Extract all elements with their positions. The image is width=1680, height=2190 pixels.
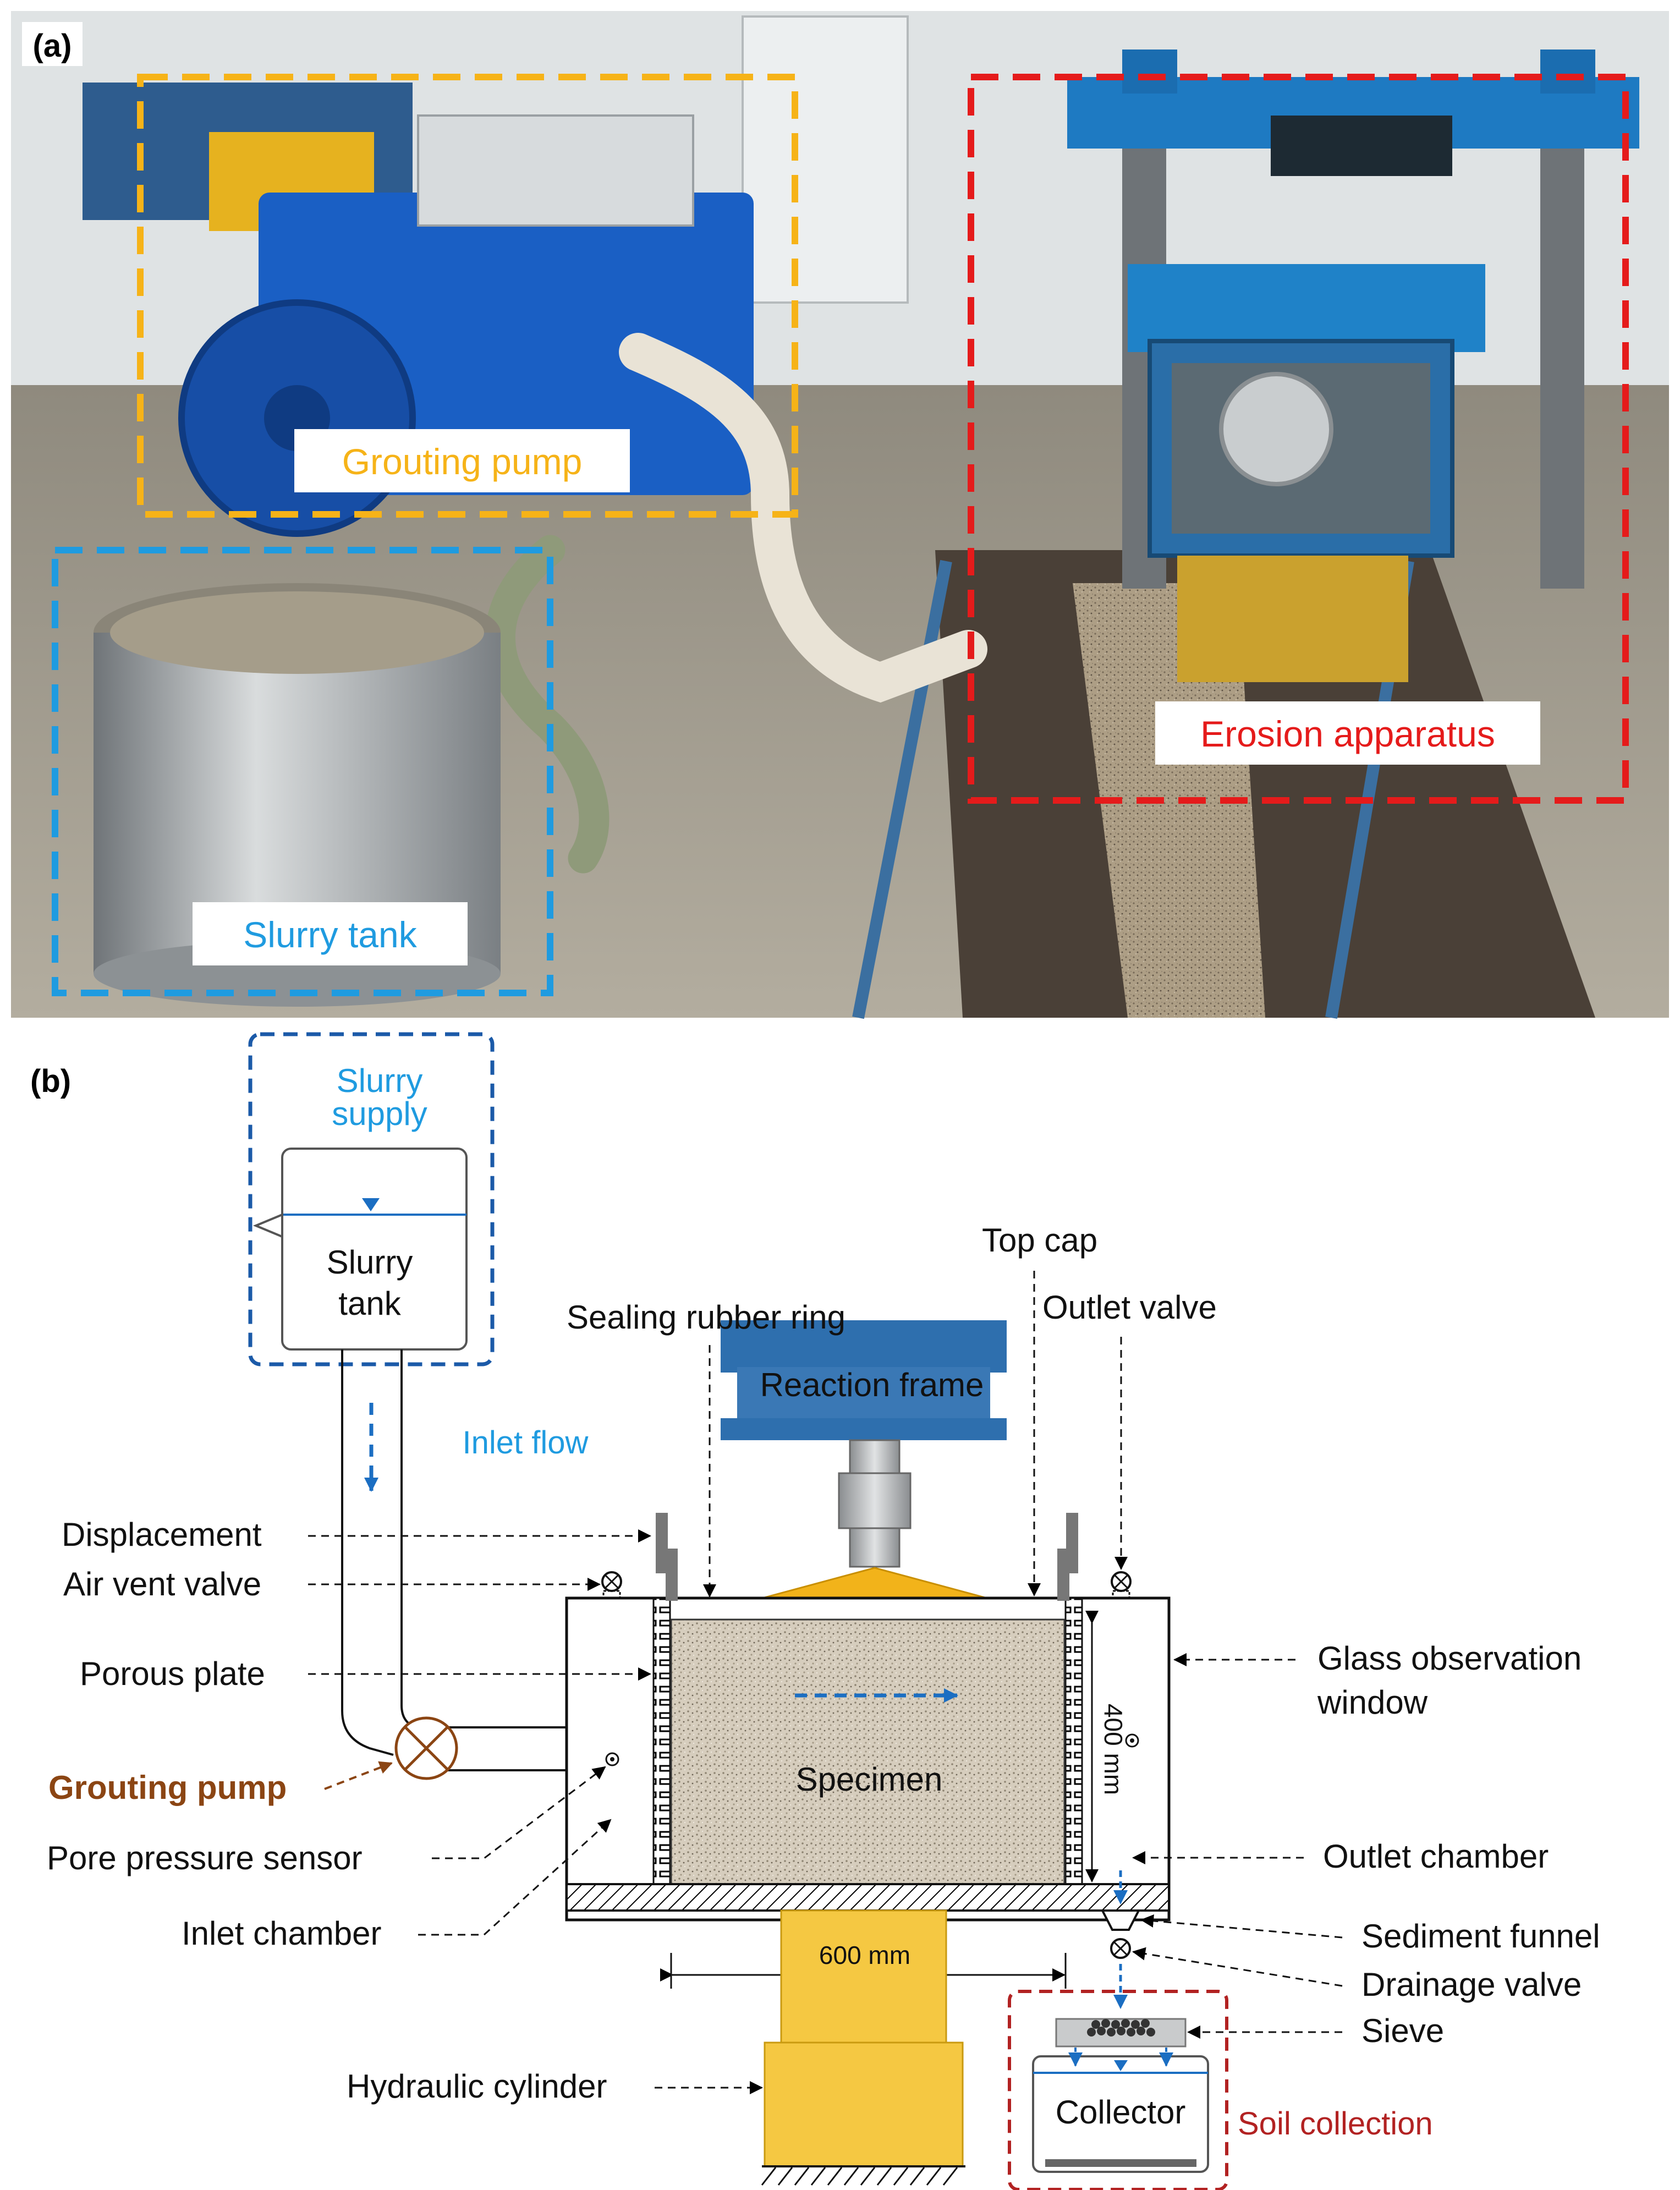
erosion-apparatus-box (968, 74, 1629, 804)
slurry-supply-box (248, 1032, 495, 1366)
hydraulic-cylinder-rod (780, 1909, 947, 2044)
loading-piston (849, 1439, 901, 1474)
outlet-chamber-label: Outlet chamber (1323, 1838, 1549, 1875)
soil-collection-box (1008, 1990, 1228, 2190)
erosion-apparatus-label-bg (1155, 701, 1540, 765)
inlet-chamber-label: Inlet chamber (182, 1915, 382, 1952)
reaction-frame (737, 1367, 990, 1425)
specimen-label: Specimen (796, 1761, 943, 1798)
outlet-porous-plate (1064, 1597, 1083, 1885)
ground-hatch (761, 2167, 958, 2186)
grouting-pump-label-bg (294, 429, 630, 492)
height-dimension-label: 400 mm (1099, 1704, 1128, 1795)
outlet-hose (619, 333, 987, 703)
sieve (1055, 2018, 1187, 2048)
inlet-flow-label: Inlet flow (463, 1425, 589, 1461)
grouting-pump-box (137, 74, 798, 518)
collector-label: Collector (1056, 2094, 1186, 2131)
pore-pressure-pointer (432, 1766, 606, 1859)
panel-a-label-bg (22, 22, 83, 66)
width-dimension-label: 600 mm (819, 1941, 910, 1969)
schematic-panel: (b) Slurry supply Slurry tank Inlet flow… (30, 1032, 1600, 2190)
glass-window-label-1: Glass observation (1317, 1640, 1582, 1677)
grouting-pump-label: Grouting pump (48, 1769, 287, 1806)
supply-pipe (341, 1349, 394, 1756)
soil-collection-label: Soil collection (1238, 2106, 1433, 2142)
sieve-particles (1087, 2019, 1155, 2037)
slurry-tank-label: Slurry tank (243, 914, 417, 955)
grouting-pump-pointer (324, 1761, 393, 1790)
glass-window-label-2: window (1317, 1684, 1428, 1721)
panel-b-label: (b) (30, 1063, 71, 1099)
hydraulic-cylinder (764, 2041, 964, 2167)
reaction-frame-top (721, 1320, 1007, 1373)
suction-hose (485, 535, 610, 874)
slurry-tank-schematic (281, 1148, 468, 1351)
sediment-funnel (1100, 1909, 1141, 1931)
erosion-apparatus-label: Erosion apparatus (1200, 713, 1495, 754)
right-column (1540, 149, 1584, 589)
return-pipe (400, 1349, 567, 1728)
slurry-tank-label-2: tank (338, 1285, 401, 1322)
displacement-gauge-left (656, 1513, 668, 1573)
sediment-funnel-label: Sediment funnel (1361, 1918, 1600, 1955)
outlet-valve-icon (1111, 1571, 1132, 1600)
inlet-porous-plate (652, 1597, 671, 1885)
drainage-valve-pointer (1132, 1947, 1343, 1987)
specimen (670, 1618, 1066, 1885)
sieve-label: Sieve (1361, 2012, 1444, 2049)
sealing-ring-label: Sealing rubber ring (567, 1299, 846, 1336)
base-plate (566, 1883, 1170, 1912)
drainage-valve-label: Drainage valve (1361, 1966, 1582, 2003)
photo-panel: (a) Grouting pump Slurry tank Erosion ap… (11, 11, 1669, 1019)
pore-pressure-sensor-label: Pore pressure sensor (47, 1840, 363, 1876)
air-vent-valve-label: Air vent valve (63, 1566, 261, 1602)
pore-pressure-sensor (605, 1752, 619, 1766)
slurry-level-icon (362, 1198, 380, 1211)
slurry-supply-label-1: Slurry (337, 1062, 423, 1099)
inlet-chamber-pointer (418, 1819, 612, 1936)
panel-a-label: (a) (33, 28, 72, 64)
outlet-pressure-sensor (1125, 1733, 1139, 1748)
pump-control-box (417, 114, 694, 227)
tank-spout (252, 1213, 283, 1238)
porous-plate-label: Porous plate (80, 1655, 265, 1692)
displacement-label: Displacement (62, 1516, 262, 1553)
sediment-funnel-pointer (1140, 1914, 1343, 1939)
slurry-supply-label-2: supply (332, 1095, 427, 1132)
slurry-tank-label-bg (193, 902, 468, 965)
top-cap-label: Top cap (982, 1222, 1097, 1259)
slurry-tank-box (52, 547, 553, 996)
top-cap (756, 1567, 993, 1601)
outlet-valve-label: Outlet valve (1042, 1289, 1217, 1326)
grouting-pump-label: Grouting pump (342, 441, 583, 482)
drainage-valve-icon (1110, 1938, 1131, 1959)
air-vent-valve-icon (601, 1571, 622, 1600)
slurry-tank-label-1: Slurry (327, 1244, 413, 1281)
reaction-frame-label: Reaction frame (760, 1366, 984, 1403)
collector (1032, 2055, 1209, 2173)
hydraulic-cylinder-label: Hydraulic cylinder (347, 2068, 607, 2105)
